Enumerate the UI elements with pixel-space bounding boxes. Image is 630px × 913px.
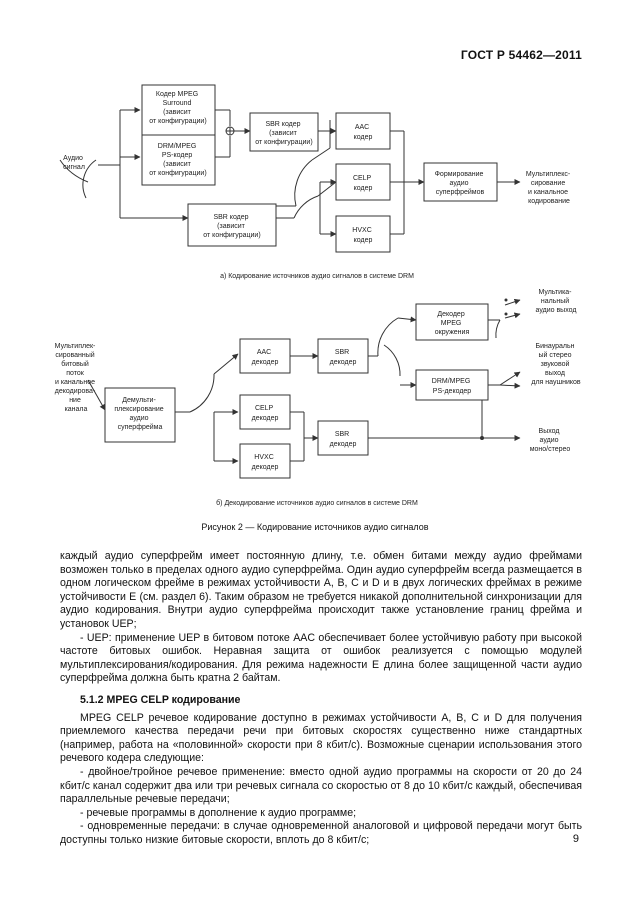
sbr-decoder-bottom-label: SBR декодер: [330, 431, 357, 448]
section-heading: 5.1.2 MPEG CELP кодирование: [80, 693, 241, 706]
list-item: - одновременные передачи: в случае однов…: [60, 820, 582, 846]
multiplexed-input-label: Мультиплек- сированный битовый поток и к…: [55, 343, 98, 413]
paragraph-uep: - UEP: применение UEP в битовом потоке A…: [60, 631, 582, 685]
audio-input-label: Аудио сигнал: [63, 155, 85, 171]
celp-encoder-box: [335, 163, 391, 201]
superframe-formation-label: Формирование аудио суперфреймов: [435, 171, 486, 196]
sbr-encoder-top-label: SBR кодер (зависит от конфигурации): [255, 121, 312, 146]
sbr-encoder-top-box: [249, 112, 319, 152]
hvxc-decoder-label: HVXC декодер: [252, 454, 279, 471]
figure-2-diagram: Кодер MPEG Surround (зависит от конфигур…: [55, 84, 581, 507]
multiplex-output-label: Мультиплекс- сирование и канальное кодир…: [526, 171, 572, 205]
celp-decoder-box: [239, 394, 291, 430]
figure-b-caption: б) Декодирование источников аудио сигнал…: [216, 499, 418, 507]
paragraph-1: каждый аудио суперфрейм имеет постоянную…: [60, 550, 582, 630]
drm-mpeg-ps-encoder-box: [141, 134, 216, 186]
demux-box: [104, 387, 176, 443]
mpeg-surround-decoder-label: Декодер MPEG окружения: [435, 311, 470, 336]
mpeg-surround-encoder-label: Кодер MPEG Surround (зависит от конфигур…: [149, 91, 206, 125]
sbr-encoder-bottom-label: SBR кодер (зависит от конфигурации): [203, 214, 260, 239]
hvxc-encoder-label: HVXC кодер: [352, 227, 373, 244]
list-item: - двойное/тройное речевое применение: вм…: [60, 765, 582, 806]
sbr-decoder-top-box: [317, 338, 369, 374]
standard-number: ГОСТ Р 54462—2011: [460, 48, 582, 62]
aac-encoder-box: [335, 112, 391, 150]
mpeg-surround-decoder-box: [415, 303, 489, 341]
sbr-decoder-bottom-box: [317, 420, 369, 456]
sbr-encoder-bottom-box: [187, 203, 277, 247]
hvxc-encoder-box: [335, 215, 391, 253]
figure-a: Кодер MPEG Surround (зависит от конфигур…: [59, 84, 572, 280]
figure-caption: Рисунок 2 — Кодирование источников аудио…: [201, 522, 429, 532]
drm-mpeg-ps-decoder-label: DRM/MPEG PS-декодер: [432, 378, 472, 395]
aac-encoder-label: AAC кодер: [354, 124, 373, 141]
list-item: - речевые программы в дополнение к аудио…: [80, 806, 357, 819]
multichannel-output-label: Мультика- нальный аудио выход: [536, 289, 577, 314]
drm-mpeg-ps-encoder-label: DRM/MPEG PS-кодер (зависит от конфигурац…: [149, 143, 206, 177]
mpeg-surround-encoder-box: [141, 84, 216, 136]
aac-decoder-label: AAC декодер: [252, 349, 279, 366]
celp-encoder-label: CELP кодер: [353, 175, 373, 192]
sbr-decoder-top-label: SBR декодер: [330, 349, 357, 366]
superframe-formation-box: [423, 162, 498, 202]
drm-mpeg-ps-decoder-box: [415, 369, 489, 401]
demux-label: Демульти- плексирование аудио суперфрейм…: [114, 397, 165, 431]
body-text: каждый аудио суперфрейм имеет постоянную…: [60, 550, 582, 847]
mono-stereo-output-label: Выход аудио моно/стерео: [530, 428, 571, 453]
aac-decoder-box: [239, 338, 291, 374]
hvxc-decoder-box: [239, 443, 291, 479]
page-number: 9: [572, 833, 579, 845]
figure-b: Демульти- плексирование аудио суперфрейм…: [55, 289, 581, 507]
paragraph-celp: MPEG CELP речевое кодирование доступно в…: [60, 711, 582, 765]
celp-decoder-label: CELP декодер: [252, 405, 279, 422]
figure-a-caption: а) Кодирование источников аудио сигналов…: [220, 273, 414, 280]
binaural-output-label: Бинауральн ый стерео звуковой выход для …: [531, 343, 581, 386]
